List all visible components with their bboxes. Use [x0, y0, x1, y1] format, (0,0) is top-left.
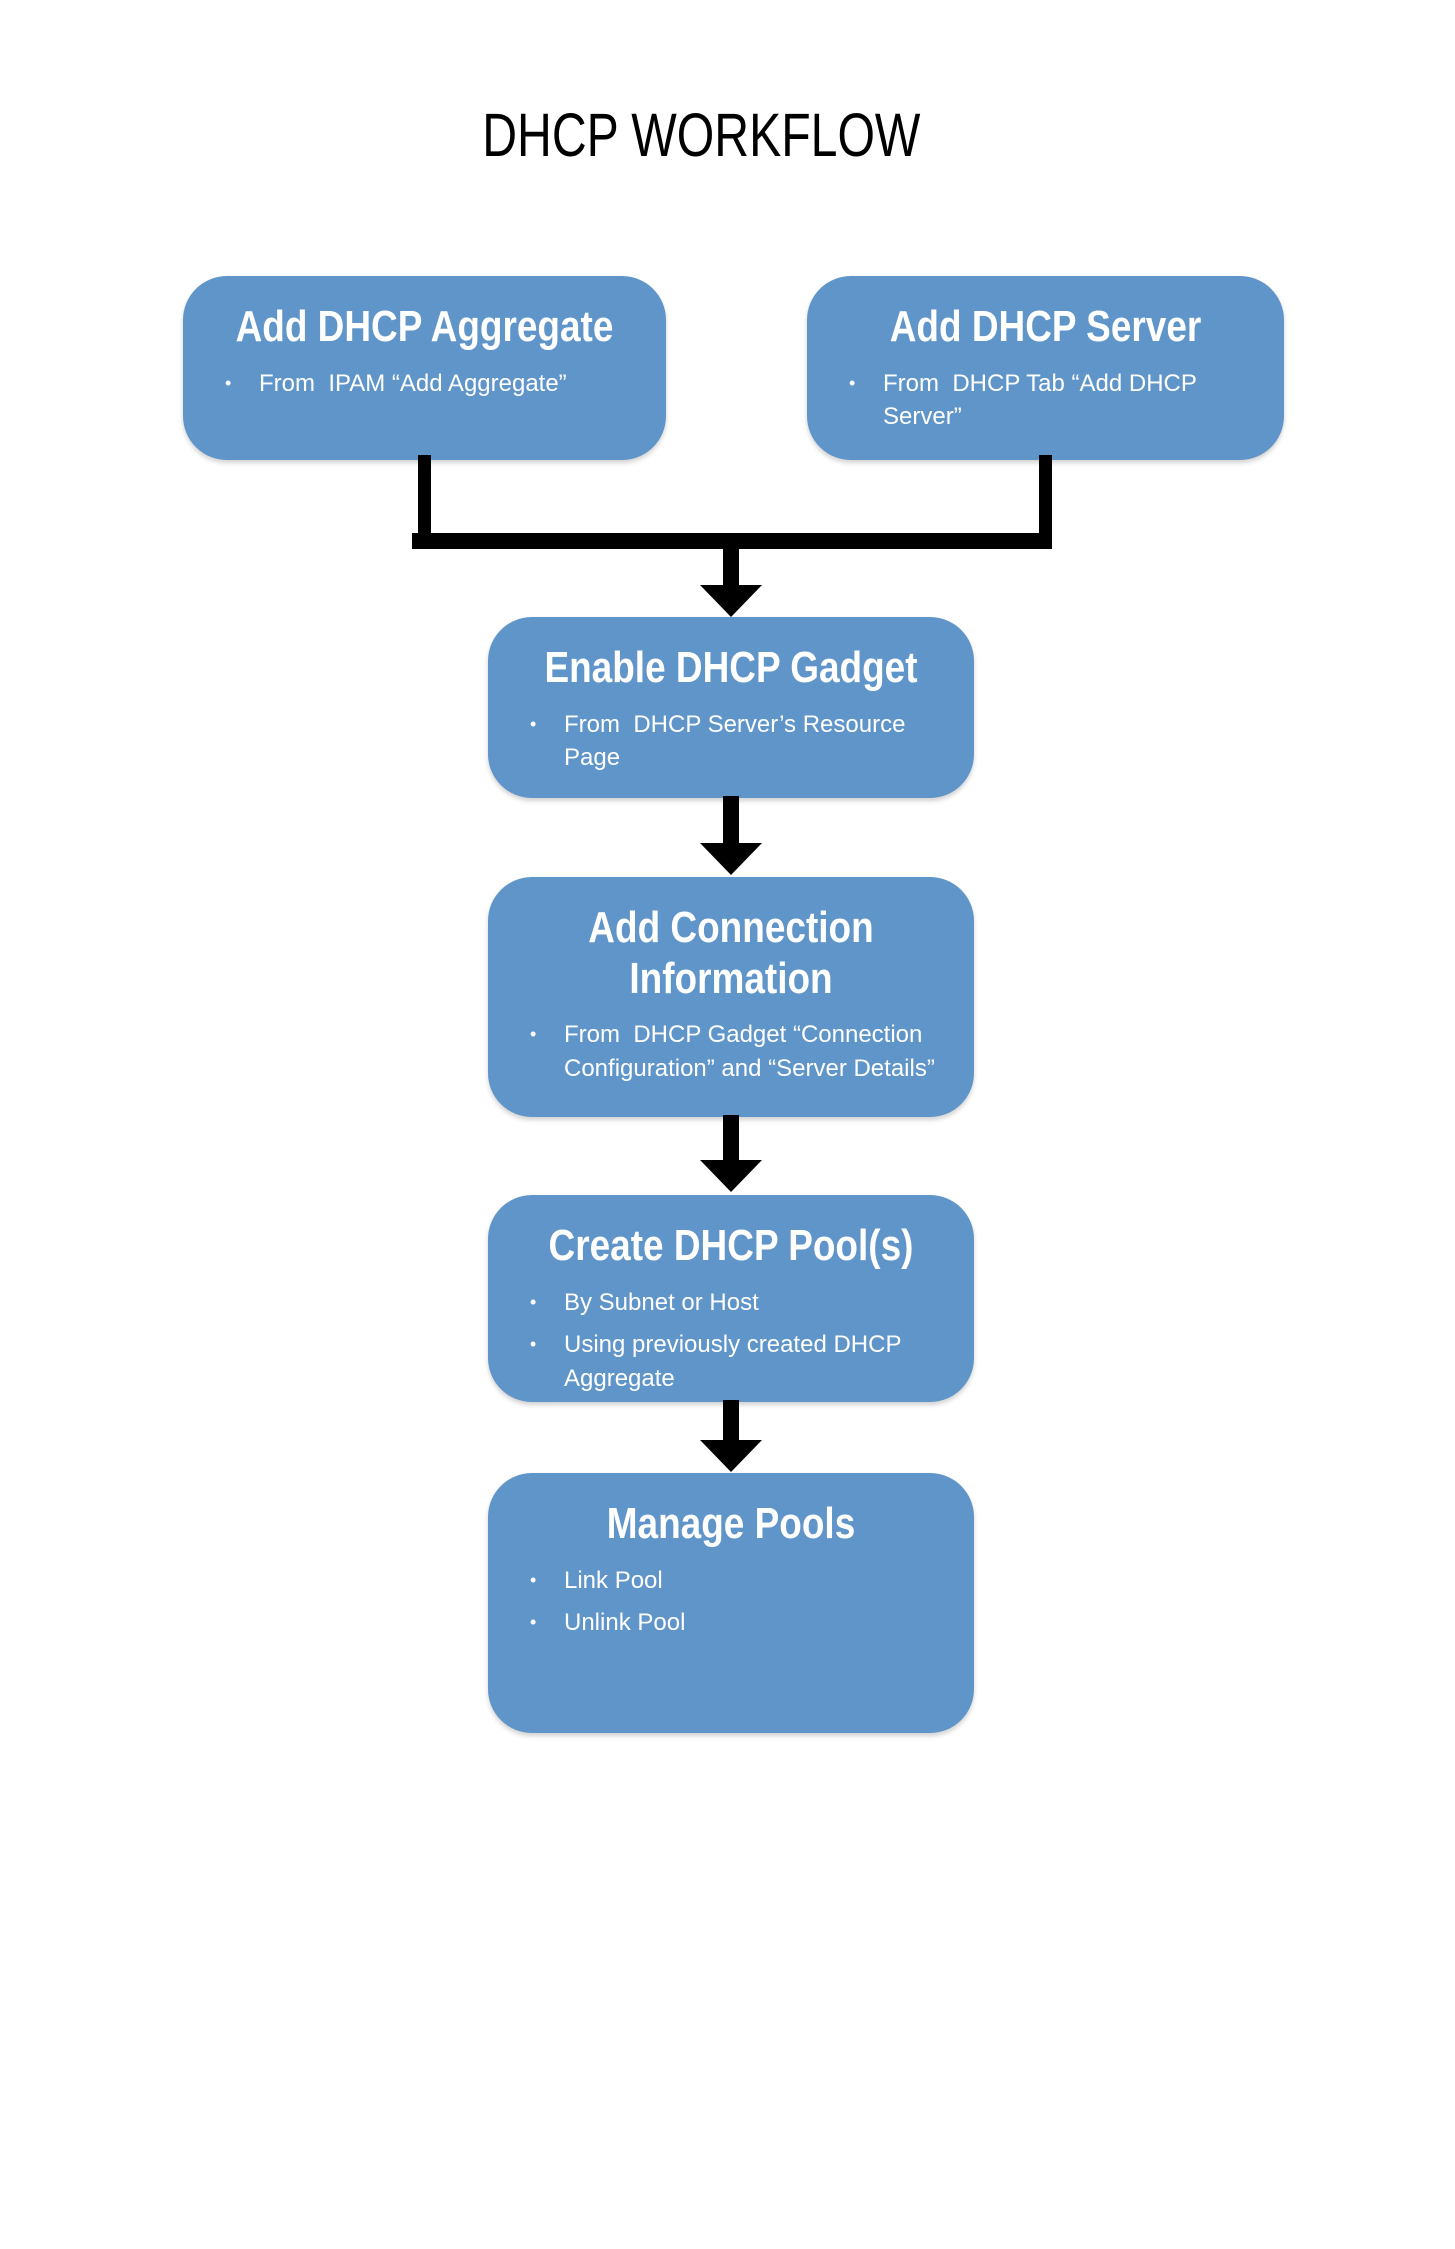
node-add-dhcp-aggregate: Add DHCP Aggregate • From IPAM “Add Aggr…	[183, 276, 666, 460]
bullet-item: • Link Pool	[528, 1564, 950, 1598]
node-add-dhcp-server: Add DHCP Server • From DHCP Tab “Add DHC…	[807, 276, 1284, 460]
bullet-text: Link Pool	[564, 1566, 663, 1594]
bullet-text: From DHCP Server’s Resource Page	[564, 710, 913, 772]
node-bullets: • By Subnet or Host • Using previously c…	[488, 1286, 974, 1396]
bullet-text: Unlink Pool	[564, 1609, 686, 1637]
node-title: Enable DHCP Gadget	[544, 643, 918, 692]
bullet-text: By Subnet or Host	[564, 1288, 759, 1316]
node-bullets: • Link Pool • Unlink Pool	[488, 1564, 974, 1640]
node-bullets: • From DHCP Tab “Add DHCP Server”	[807, 367, 1284, 434]
node-enable-dhcp-gadget: Enable DHCP Gadget • From DHCP Server’s …	[488, 617, 974, 798]
bullet-item: • By Subnet or Host	[528, 1286, 950, 1320]
down-arrowhead-icon	[700, 843, 762, 875]
node-bullets: • From DHCP Gadget “Connection Configura…	[488, 1018, 974, 1085]
bullet-item: • From DHCP Tab “Add DHCP Server”	[847, 367, 1260, 434]
bullet-text: From IPAM “Add Aggregate”	[259, 369, 567, 397]
bullet-dot-icon: •	[530, 1291, 537, 1312]
bullet-dot-icon: •	[530, 1024, 537, 1045]
down-arrow-stem	[723, 796, 739, 844]
merge-arrowhead-icon	[700, 585, 762, 617]
bullet-item: • Using previously created DHCP Aggregat…	[528, 1328, 950, 1395]
bullet-item: • Unlink Pool	[528, 1606, 950, 1640]
bullet-item: • From IPAM “Add Aggregate”	[223, 367, 642, 401]
bullet-item: • From DHCP Gadget “Connection Configura…	[528, 1018, 950, 1085]
bullet-dot-icon: •	[530, 713, 537, 734]
down-arrow-stem	[723, 1115, 739, 1161]
bullet-item: • From DHCP Server’s Resource Page	[528, 708, 950, 775]
page-title-wrap: DHCP WORKFLOW	[0, 100, 1403, 170]
bullet-dot-icon: •	[530, 1612, 537, 1633]
down-arrowhead-icon	[700, 1160, 762, 1192]
merge-arrow-stem	[723, 549, 739, 587]
node-title: Add DHCP Aggregate	[235, 302, 614, 351]
bullet-dot-icon: •	[849, 372, 856, 393]
down-arrow-stem	[723, 1400, 739, 1441]
node-title: Add DHCP Server	[889, 302, 1202, 351]
bullet-dot-icon: •	[530, 1334, 537, 1355]
down-arrowhead-icon	[700, 1440, 762, 1472]
bullet-text: From DHCP Gadget “Connection Configurati…	[564, 1021, 935, 1082]
page-title: DHCP WORKFLOW	[482, 101, 921, 169]
connector-merge-bar	[412, 533, 1052, 549]
node-add-connection-information: Add Connection Information • From DHCP G…	[488, 877, 974, 1117]
node-create-dhcp-pools: Create DHCP Pool(s) • By Subnet or Host …	[488, 1195, 974, 1402]
node-manage-pools: Manage Pools • Link Pool • Unlink Pool	[488, 1473, 974, 1733]
node-bullets: • From DHCP Server’s Resource Page	[488, 708, 974, 775]
bullet-dot-icon: •	[225, 372, 232, 393]
bullet-text: Using previously created DHCP Aggregate	[564, 1331, 907, 1392]
node-title: Add Connection Information	[588, 903, 874, 1003]
node-title: Create DHCP Pool(s)	[548, 1221, 914, 1270]
bullet-dot-icon: •	[530, 1569, 537, 1590]
node-bullets: • From IPAM “Add Aggregate”	[183, 367, 666, 401]
connector-line-from-server	[1039, 455, 1052, 549]
bullet-text: From DHCP Tab “Add DHCP Server”	[883, 369, 1204, 431]
node-title: Manage Pools	[606, 1499, 856, 1548]
connector-line-from-aggregate	[418, 455, 431, 549]
